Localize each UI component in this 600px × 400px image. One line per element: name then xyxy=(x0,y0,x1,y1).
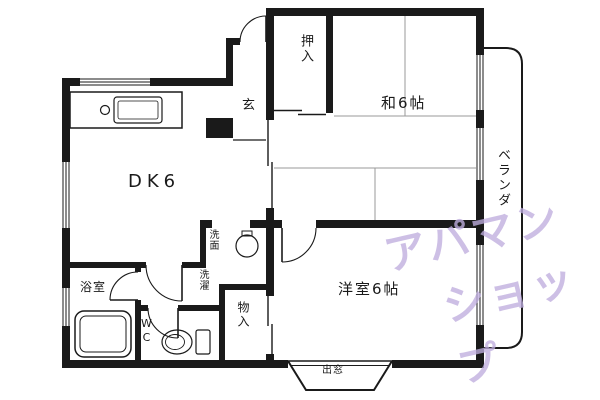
veranda-outline xyxy=(484,47,523,349)
label-washitsu: 和6帖 xyxy=(381,94,427,112)
label-wc: WC xyxy=(140,317,153,345)
label-yokushitsu: 浴室 xyxy=(80,280,107,294)
label-senmen: 洗面 xyxy=(207,229,218,251)
bay-window xyxy=(287,360,393,391)
label-dk: DK6 xyxy=(128,171,181,192)
label-genkan: 玄 xyxy=(242,98,256,113)
label-yoshitsu: 洋室6帖 xyxy=(338,280,401,298)
label-demado: 出窓 xyxy=(322,365,344,376)
toilet-icon xyxy=(161,329,211,355)
door-arcs xyxy=(109,15,317,339)
sliding-doors xyxy=(267,109,326,354)
tatami-lines xyxy=(274,16,476,220)
label-veranda: ベランダ xyxy=(495,148,510,208)
windows xyxy=(62,55,484,326)
washbasin-icon xyxy=(235,230,259,258)
bathtub-icon xyxy=(74,310,132,358)
label-mononyu: 物入 xyxy=(236,301,250,329)
label-oshiire: 押入 xyxy=(298,34,313,64)
label-sentaku: 洗濯 xyxy=(197,269,208,291)
kitchen-sink-icon xyxy=(69,91,183,129)
